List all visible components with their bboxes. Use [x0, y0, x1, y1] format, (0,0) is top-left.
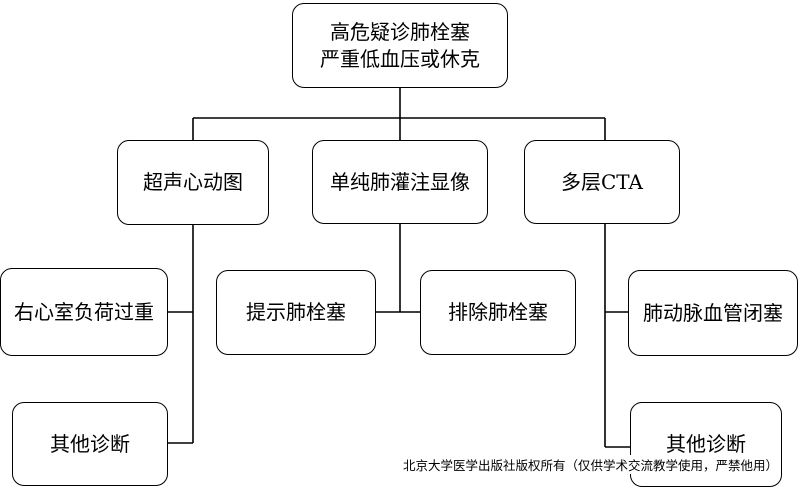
cta-outcome2-label: 其他诊断 — [666, 432, 746, 456]
echo-outcome-rv-overload: 右心室负荷过重 — [0, 268, 168, 356]
echo-outcome2-label: 其他诊断 — [50, 431, 130, 456]
perfusion-outcome1-label: 提示肺栓塞 — [246, 300, 346, 324]
echo-outcome1-label: 右心室负荷过重 — [14, 299, 154, 324]
perfusion-label: 单纯肺灌注显像 — [330, 169, 470, 194]
echo-label: 超声心动图 — [143, 170, 243, 194]
cta-outcome1-label: 肺动脉血管闭塞 — [643, 300, 783, 325]
cta-outcome-other: 其他诊断 — [630, 402, 782, 487]
root-line-2: 严重低血压或休克 — [320, 46, 480, 71]
perfusion-node: 单纯肺灌注显像 — [312, 140, 488, 224]
echo-outcome-other: 其他诊断 — [12, 402, 168, 486]
cta-node: 多层CTA — [524, 140, 680, 224]
perfusion-outcome-negative: 排除肺栓塞 — [420, 270, 576, 355]
perfusion-outcome-positive: 提示肺栓塞 — [216, 270, 376, 355]
cta-label: 多层CTA — [561, 169, 643, 194]
perfusion-outcome2-label: 排除肺栓塞 — [448, 300, 548, 324]
root-line-1: 高危疑诊肺栓塞 — [330, 19, 470, 44]
root-node: 高危疑诊肺栓塞 严重低血压或休克 — [292, 3, 508, 88]
cta-outcome-occlusion: 肺动脉血管闭塞 — [628, 270, 798, 356]
copyright-watermark: 北京大学医学出版社版权所有（仅供学术交流教学使用，严禁他用） — [402, 455, 778, 474]
echo-node: 超声心动图 — [117, 140, 269, 225]
